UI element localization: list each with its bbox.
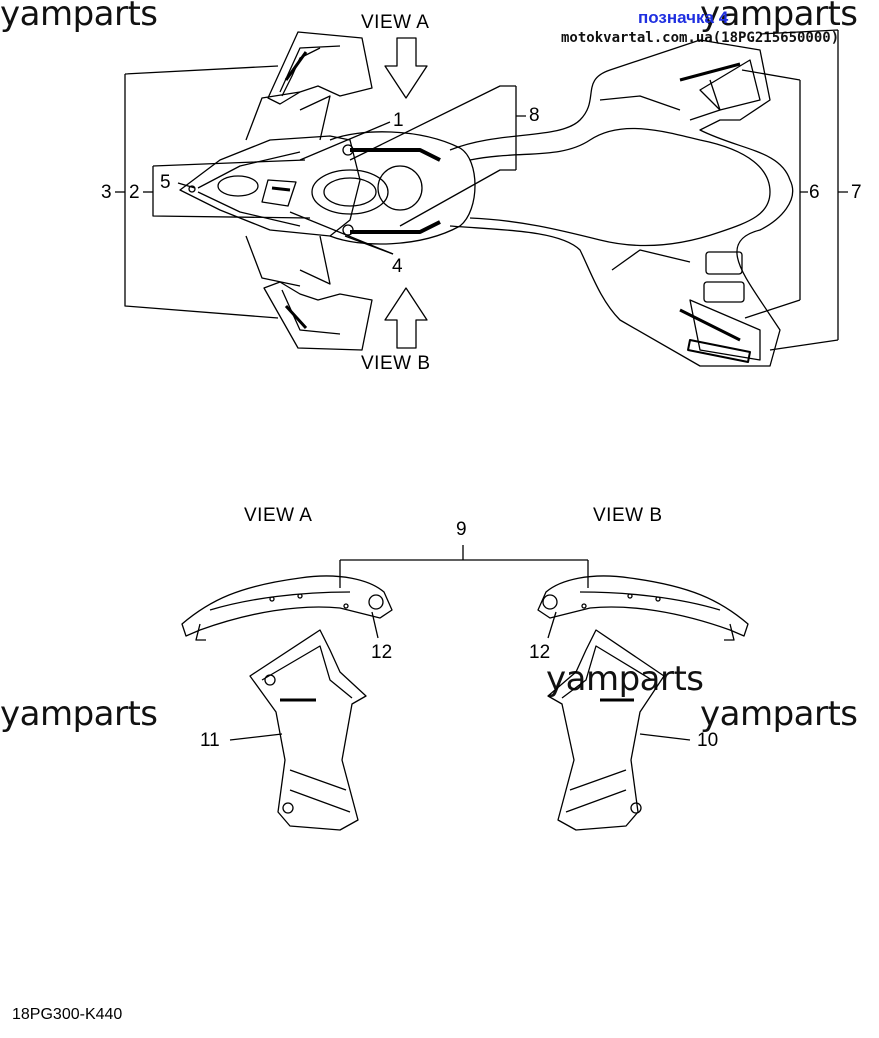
diagram-code: 18PG300-K440: [12, 1006, 123, 1023]
callout-12-left: 12: [371, 642, 393, 663]
watermark-mid-right: yamparts: [700, 694, 858, 734]
callout-2: 2: [129, 182, 140, 203]
watermark-top-right: yamparts: [700, 0, 858, 34]
callout-5: 5: [160, 172, 171, 193]
bracket-8: [349, 85, 526, 227]
view-a-label-top: VIEW A: [361, 12, 430, 33]
bracket-3: [124, 65, 279, 319]
watermark-top-left: yamparts: [0, 0, 158, 34]
callout-4: 4: [392, 256, 403, 277]
watermark-mid-center: yamparts: [546, 659, 704, 699]
marker-link[interactable]: позначка 4: [638, 8, 729, 27]
callout-1: 1: [393, 110, 404, 131]
bracket-6: [741, 69, 808, 319]
view-b-label-lower: VIEW B: [593, 505, 663, 526]
callout-11: 11: [200, 730, 220, 751]
bracket-9: [339, 545, 589, 588]
callout-3: 3: [101, 182, 112, 203]
callout-7: 7: [851, 182, 862, 203]
callout-6: 6: [809, 182, 820, 203]
bracket-2: [152, 159, 311, 219]
watermark-mid-left: yamparts: [0, 694, 158, 734]
view-b-label-top: VIEW B: [361, 353, 431, 374]
callout-12-right: 12: [529, 642, 551, 663]
bracket-7: [759, 29, 848, 351]
callout-9: 9: [456, 519, 467, 540]
view-b-arrow: [384, 287, 428, 349]
callout-8: 8: [529, 105, 540, 126]
view-a-label-lower: VIEW A: [244, 505, 313, 526]
view-a-arrow: [384, 37, 428, 99]
callout-10: 10: [697, 730, 719, 751]
